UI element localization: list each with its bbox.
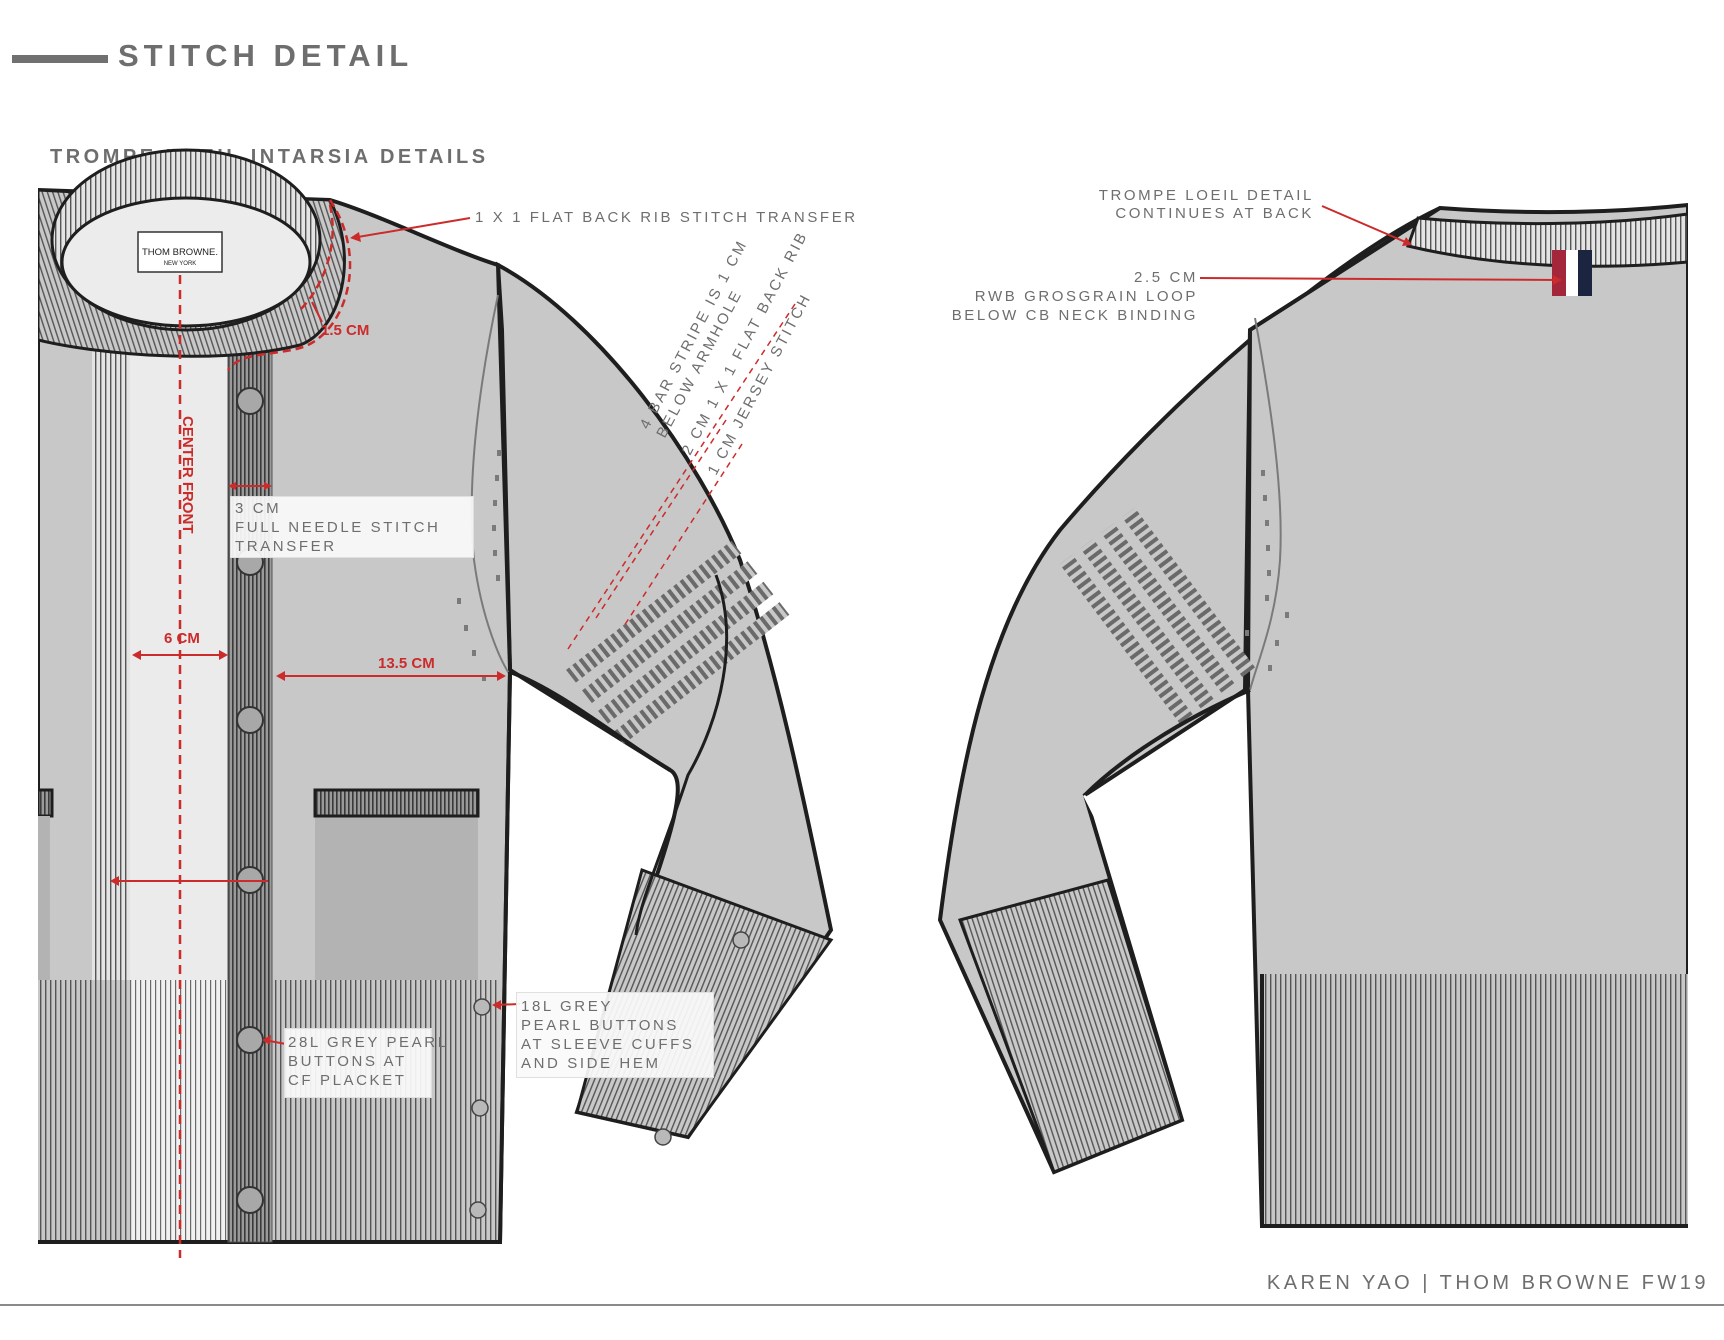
side-hem-button-icon xyxy=(471,1099,489,1117)
placket-button-icon xyxy=(236,706,264,734)
center-front-label: CENTER FRONT xyxy=(179,416,196,534)
brand-label-line2: NEW YORK xyxy=(164,261,197,267)
side-hem-button-icon xyxy=(473,998,491,1016)
brand-label xyxy=(137,231,223,273)
placket-width-label: 3 CM xyxy=(235,500,282,517)
cf-buttons-line3: CF PLACKET xyxy=(288,1072,407,1089)
cuff-buttons-line2: PEARL BUTTONS xyxy=(521,1017,679,1034)
four-bar-stripe xyxy=(566,540,790,745)
back-view xyxy=(937,202,1688,1228)
front-pocket xyxy=(315,816,478,980)
back-four-bar-stripe xyxy=(1059,507,1256,724)
placket-button-icon xyxy=(236,387,264,415)
brand-label-line1: THOM BROWNE. xyxy=(142,247,218,258)
footer-credit: KAREN YAO | THOM BROWNE FW19 xyxy=(1266,1272,1709,1294)
back-hem-rib xyxy=(1262,974,1688,1226)
cf-buttons-callout-box: 28L GREY PEARL BUTTONS AT CF PLACKET xyxy=(284,1028,449,1098)
neck-width-label: 1.5 CM xyxy=(321,322,369,339)
cuff-buttons-callout-box: 18L GREY PEARL BUTTONS AT SLEEVE CUFFS A… xyxy=(516,992,714,1078)
front-red-annotations: CENTER FRONT 1.5 CM 6 CM 13.5 CM xyxy=(110,199,796,1258)
grosgrain-red xyxy=(1552,250,1566,296)
back-sleeve-cuff xyxy=(958,878,1184,1174)
loop-desc-line2: BELOW CB NECK BINDING xyxy=(952,307,1198,324)
cf-placket xyxy=(227,329,273,1243)
body-width-label: 13.5 CM xyxy=(378,655,435,672)
loop-desc-line1: RWB GROSGRAIN LOOP xyxy=(975,288,1198,305)
placket-desc-line1: FULL NEEDLE STITCH xyxy=(235,519,441,536)
back-detail-line1: TROMPE LOEIL DETAIL xyxy=(1099,187,1314,204)
back-armhole-dots xyxy=(1245,470,1289,671)
cf-buttons xyxy=(236,387,264,1214)
cuff-button-icon xyxy=(732,931,750,949)
loop-size-label: 2.5 CM xyxy=(1134,269,1198,286)
neck-rib-callout: 1 X 1 FLAT BACK RIB STITCH TRANSFER xyxy=(475,209,858,226)
back-neck-binding xyxy=(1406,212,1688,268)
cf-buttons-line2: BUTTONS AT xyxy=(288,1053,407,1070)
front-rib-band xyxy=(92,330,130,980)
footer-rule xyxy=(0,1304,1724,1306)
title-accent-bar xyxy=(12,55,108,63)
grosgrain-navy xyxy=(1578,250,1592,296)
cuff-buttons-line4: AND SIDE HEM xyxy=(521,1055,661,1072)
cf-buttons-line1: 28L GREY PEARL xyxy=(288,1034,449,1051)
back-red-annotations xyxy=(1199,205,1562,285)
back-detail-line2: CONTINUES AT BACK xyxy=(1115,205,1314,222)
front-width-label: 6 CM xyxy=(164,630,200,647)
pocket-welt xyxy=(313,788,480,818)
placket-button-icon xyxy=(236,1026,264,1054)
armhole-stitch-dots xyxy=(457,450,501,681)
hem-rib-front-panel xyxy=(130,980,228,1242)
placket-button-icon xyxy=(236,1186,264,1214)
placket-desc-line2: TRANSFER xyxy=(235,538,337,555)
placket-callout-box: 3 CM FULL NEEDLE STITCH TRANSFER xyxy=(230,496,474,558)
svg-text:4 BAR STRIPE IS 1 CM: 4 BAR STRIPE IS 1 CM xyxy=(637,237,752,432)
side-hem-button-icon xyxy=(469,1201,487,1219)
cuff-buttons-line1: 18L GREY xyxy=(521,998,613,1015)
cuff-buttons-line3: AT SLEEVE CUFFS xyxy=(521,1036,695,1053)
cuff-button-icon xyxy=(654,1128,672,1146)
page-title: STITCH DETAIL xyxy=(118,38,414,73)
